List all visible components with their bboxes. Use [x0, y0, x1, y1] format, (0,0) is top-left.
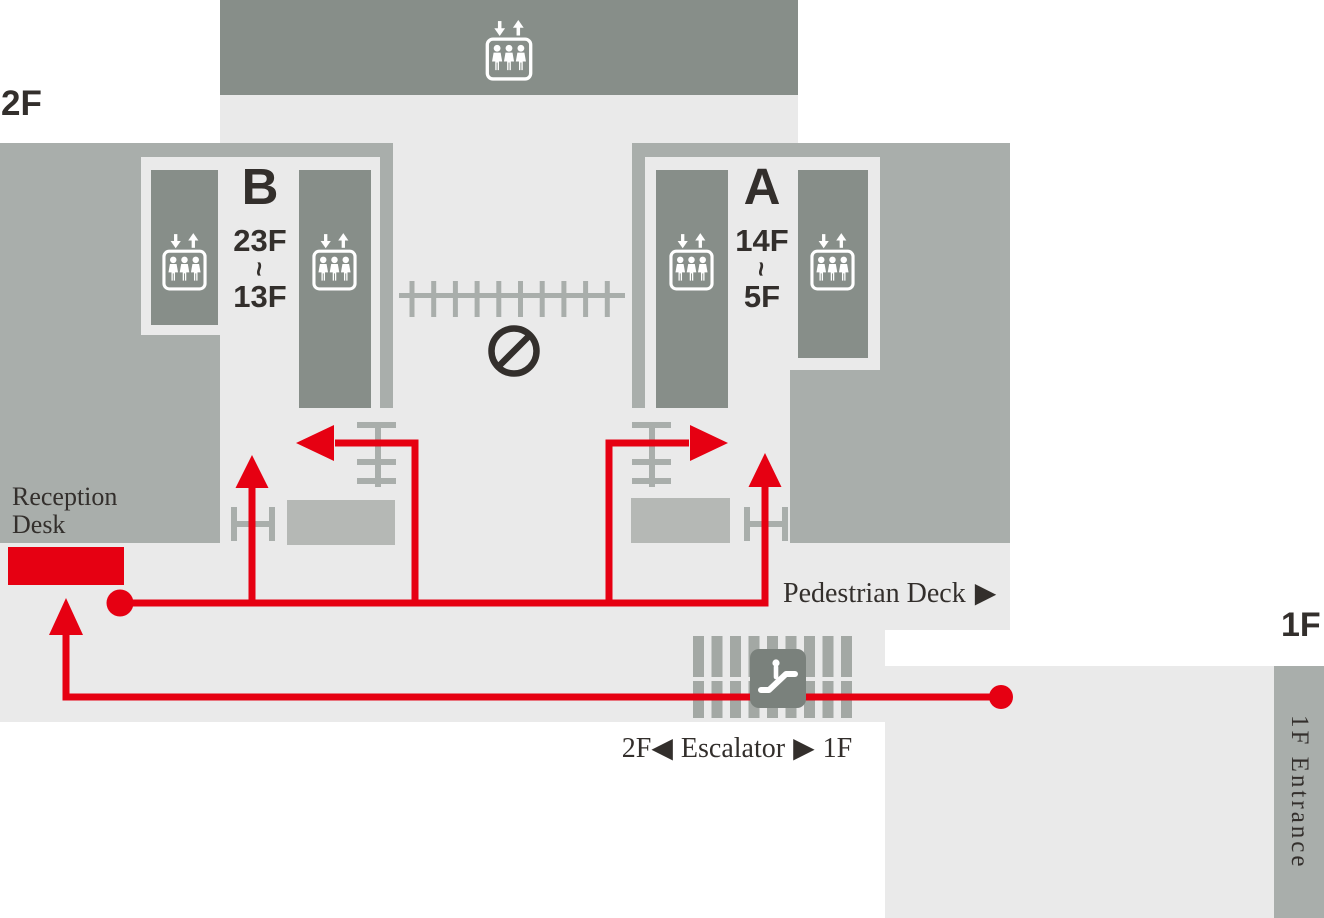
floor-label-2f: 2F [1, 84, 42, 123]
arrow-up-b [235, 455, 269, 488]
atrium-wall-left [380, 143, 393, 408]
bank-a-label-group: A 14F ~ 5F [712, 161, 812, 312]
entrance-1f-label: 1F Entrance [1286, 714, 1313, 870]
arrow-right-a [690, 425, 728, 461]
elevator-icon [810, 232, 855, 291]
bank-b-shaft-left [151, 170, 218, 325]
no-entry-icon [488, 325, 540, 377]
bank-b-label-group: B 23F ~ 13F [210, 161, 310, 312]
bank-b-tilde: ~ [245, 261, 275, 277]
bank-b-floor-bottom: 13F [233, 279, 287, 314]
elevator-icon [669, 232, 714, 291]
floor-1f-area [885, 666, 1274, 918]
arrow-up-a [748, 453, 782, 487]
bank-a-letter: A [743, 158, 781, 215]
top-hall-apron [220, 95, 798, 143]
reception-desk-label: Reception Desk [12, 483, 117, 539]
bank-b-letter: B [241, 158, 279, 215]
central-atrium [393, 143, 632, 543]
shutter-line-icon [399, 281, 625, 317]
bank-a-floor-bottom: 5F [743, 279, 781, 314]
bank-a-tilde: ~ [747, 261, 777, 277]
escalator-caption-1f: 1F [822, 733, 853, 764]
bank-b-counter [287, 500, 395, 545]
reception-line2: Desk [12, 510, 66, 539]
arrow-up-reception [49, 598, 83, 635]
escalator-right-arrow-icon: ▶ [793, 733, 815, 764]
bank-a-counter [631, 498, 730, 543]
elevator-icon [485, 19, 533, 81]
escalator-caption: 2F◀Escalator▶1F [592, 731, 882, 765]
atrium-wall-right [632, 143, 645, 408]
escalator-badge [750, 649, 806, 708]
pedestrian-right-arrow-icon: ▶ [974, 578, 997, 609]
reception-line1: Reception [12, 482, 118, 511]
arrow-left-b [296, 425, 334, 461]
reception-desk-shape [8, 547, 124, 585]
route-1f-start-dot [989, 685, 1013, 709]
elevator-icon [312, 232, 357, 291]
escalator-caption-2f: 2F [621, 733, 652, 764]
floor-label-1f: 1F [1281, 606, 1321, 644]
escalator-caption-label: Escalator [680, 733, 786, 764]
escalator-left-arrow-icon: ◀ [651, 733, 673, 764]
escalator-icon [758, 659, 798, 693]
gate-b-icon [357, 422, 396, 487]
route-2f-start-dot [106, 589, 134, 617]
bank-a-floor-top: 14F [735, 223, 789, 258]
pedestrian-deck-label: Pedestrian Deck▶ [783, 578, 997, 609]
gate-a-icon [632, 422, 671, 487]
entrance-strip-1f: 1F Entrance [1274, 666, 1324, 918]
route-2f [106, 425, 782, 617]
bank-b-floor-top: 23F [233, 223, 287, 258]
elevator-icon [162, 232, 207, 291]
route-1f [49, 598, 1013, 709]
